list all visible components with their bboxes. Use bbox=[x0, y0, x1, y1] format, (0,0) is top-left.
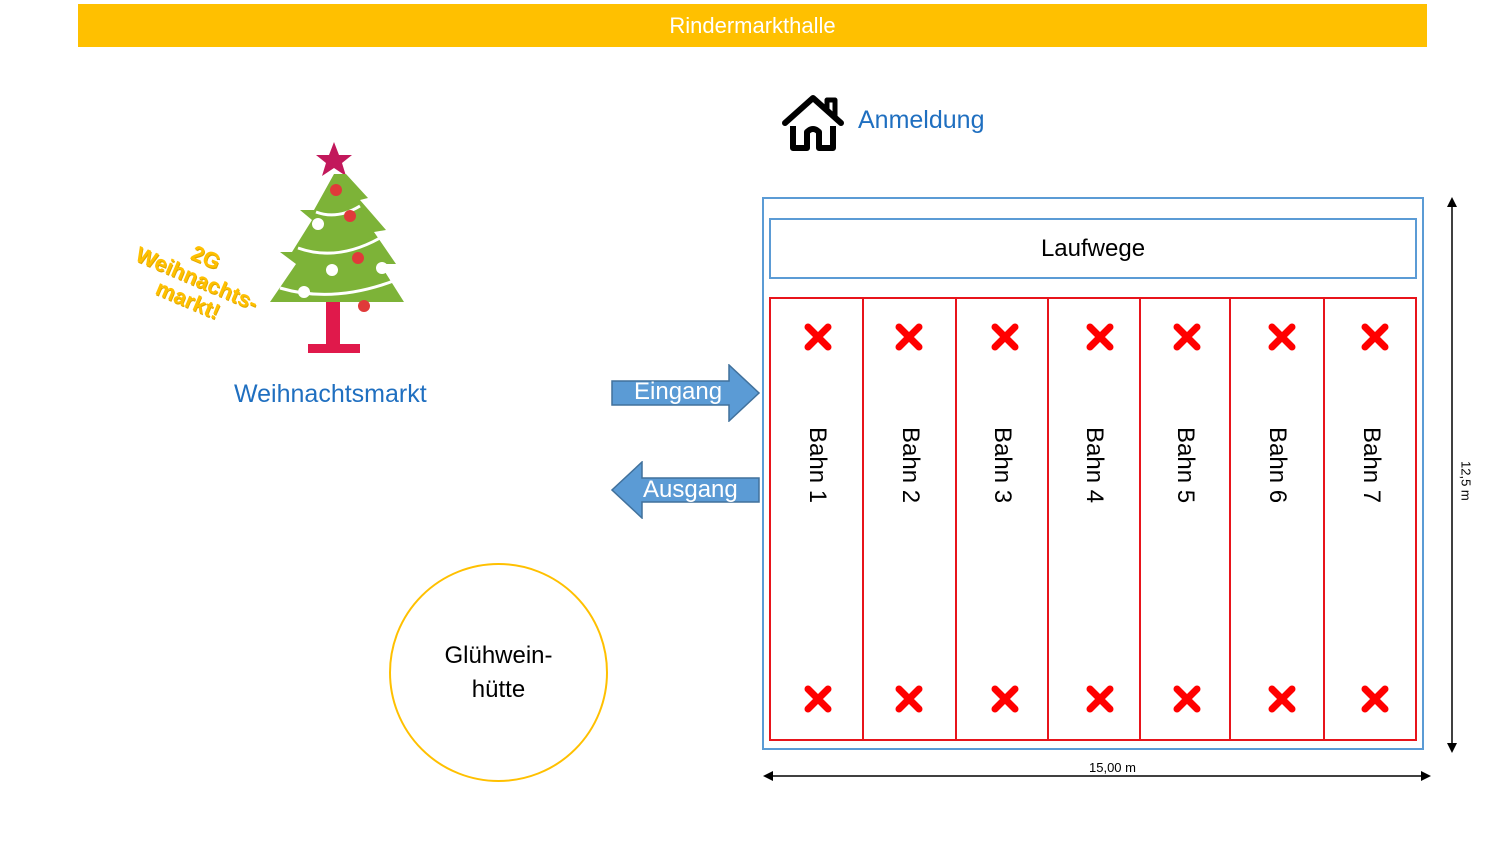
x-mark-icon bbox=[804, 685, 832, 713]
x-mark-icon bbox=[1086, 685, 1114, 713]
mulled-wine-hut: Glühwein- hütte bbox=[389, 563, 608, 782]
lane-label: Bahn 7 bbox=[1358, 427, 1385, 504]
lane-label: Bahn 1 bbox=[803, 427, 831, 504]
registration-label: Anmeldung bbox=[858, 106, 985, 134]
lane-6: Bahn 6 bbox=[1231, 299, 1325, 739]
x-mark-icon bbox=[1268, 323, 1296, 351]
lane-label: Bahn 4 bbox=[1081, 427, 1108, 504]
x-mark-icon bbox=[804, 323, 832, 351]
x-mark-icon bbox=[991, 685, 1019, 713]
christmas-tree-icon bbox=[270, 142, 404, 353]
tree-sign-text: 2G Weihnachts- markt! bbox=[132, 240, 262, 325]
entrance-arrow bbox=[611, 364, 761, 422]
house-icon bbox=[782, 95, 844, 151]
x-mark-icon bbox=[895, 685, 923, 713]
x-mark-icon bbox=[1361, 685, 1389, 713]
x-mark-icon bbox=[1361, 323, 1389, 351]
lane-1: Bahn 1 bbox=[771, 299, 864, 739]
page-title: Rindermarkthalle bbox=[669, 12, 836, 38]
exit-arrow bbox=[611, 461, 760, 519]
walkway-label: Laufwege bbox=[1040, 234, 1146, 262]
width-dimension-label: 15,00 m bbox=[1089, 760, 1136, 775]
x-mark-icon bbox=[991, 323, 1019, 351]
x-mark-icon bbox=[895, 323, 923, 351]
height-dimension-arrow bbox=[1447, 197, 1457, 753]
x-mark-icon bbox=[1173, 323, 1201, 351]
lane-label: Bahn 5 bbox=[1172, 427, 1199, 504]
x-mark-icon bbox=[1268, 685, 1296, 713]
lane-5: Bahn 5 bbox=[1141, 299, 1231, 739]
height-dimension-label: 12,5 m bbox=[1458, 461, 1474, 501]
lane-label: Bahn 6 bbox=[1264, 427, 1291, 504]
exit-label: Ausgang bbox=[643, 476, 738, 503]
lane-label: Bahn 2 bbox=[896, 427, 924, 504]
christmas-market-label: Weihnachtsmarkt bbox=[234, 380, 427, 408]
mulled-wine-hut-label-line2: hütte bbox=[471, 675, 526, 703]
width-dimension-arrow bbox=[763, 771, 1431, 781]
walkway-area: Laufwege bbox=[769, 218, 1417, 279]
lanes-area: Bahn 1 Bahn 2 Bahn 3 Bahn 4 Bahn 5 Bahn 6 Bahn… bbox=[769, 297, 1417, 741]
x-mark-icon bbox=[1173, 685, 1201, 713]
mulled-wine-hut-label-line1: Glühwein- bbox=[444, 641, 553, 669]
title-bar: Rindermarkthalle bbox=[78, 4, 1427, 47]
lane-4: Bahn 4 bbox=[1049, 299, 1141, 739]
lane-3: Bahn 3 bbox=[957, 299, 1049, 739]
entrance-label: Eingang bbox=[634, 378, 723, 405]
x-mark-icon bbox=[1086, 323, 1114, 351]
lane-2: Bahn 2 bbox=[864, 299, 957, 739]
lane-label: Bahn 3 bbox=[989, 427, 1016, 504]
lane-7: Bahn 7 bbox=[1325, 299, 1417, 739]
hall-outline bbox=[762, 197, 1424, 750]
